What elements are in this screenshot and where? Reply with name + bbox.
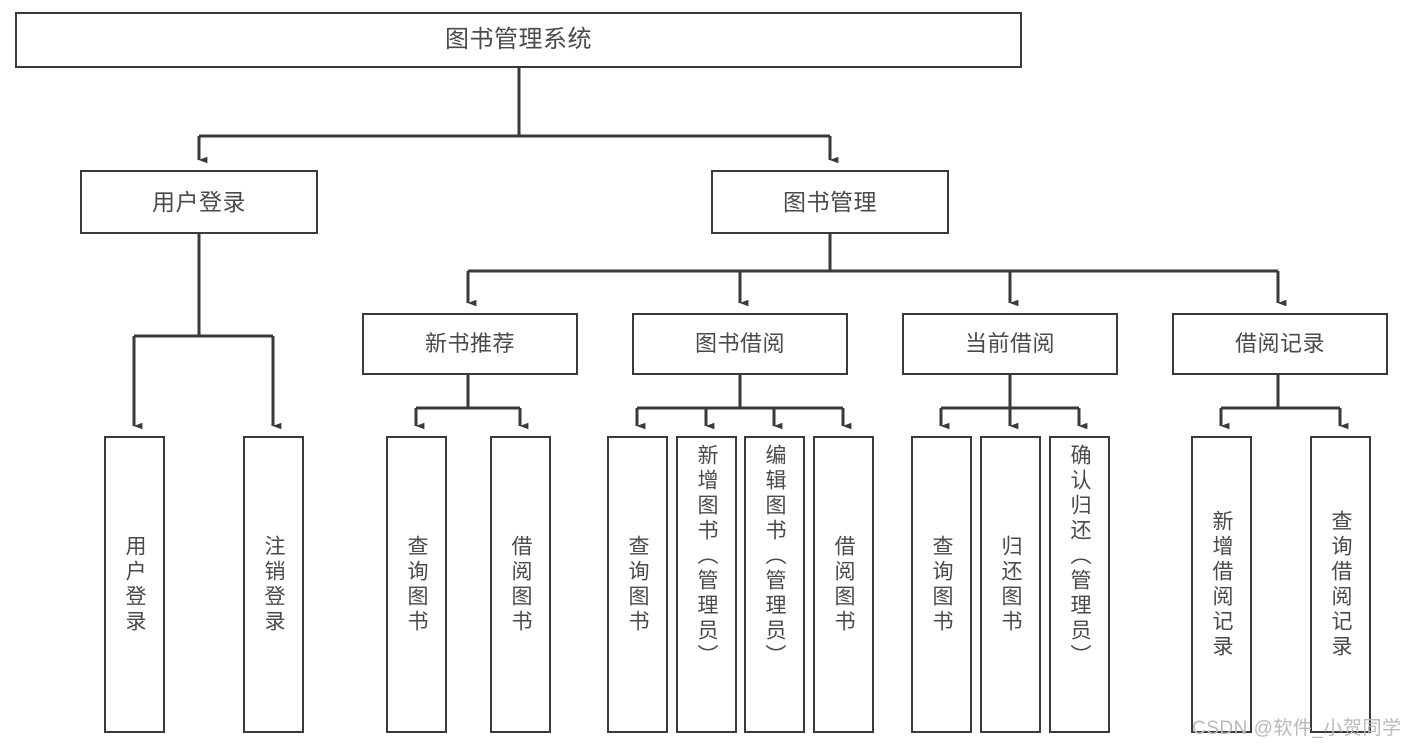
node-root-book-management-system[interactable]: 图书管理系统 [15, 12, 1022, 68]
leaf-current-borrow-return-book[interactable]: 归还图书 [980, 436, 1041, 733]
leaf-current-borrow-query-book[interactable]: 查询图书 [911, 436, 972, 733]
csdn-watermark: CSDN @软件_小贺同学 [1192, 718, 1402, 739]
leaf-new-book-borrow-book[interactable]: 借阅图书 [490, 436, 551, 733]
node-new-book-recommend[interactable]: 新书推荐 [362, 313, 578, 375]
node-borrow-record[interactable]: 借阅记录 [1172, 313, 1388, 375]
leaf-borrow-record-query-record[interactable]: 查询借阅记录 [1310, 436, 1371, 733]
leaf-current-borrow-confirm-return-admin[interactable]: 确认归还（管理员） [1049, 436, 1110, 733]
node-user-login[interactable]: 用户登录 [80, 170, 318, 234]
leaf-book-borrow-query-book[interactable]: 查询图书 [607, 436, 668, 733]
leaf-new-book-query-book[interactable]: 查询图书 [386, 436, 447, 733]
leaf-user-login-login[interactable]: 用户登录 [104, 436, 165, 733]
leaf-book-borrow-add-book-admin[interactable]: 新增图书（管理员） [676, 436, 737, 733]
leaf-user-login-logout[interactable]: 注销登录 [243, 436, 304, 733]
leaf-borrow-record-add-record[interactable]: 新增借阅记录 [1191, 436, 1252, 733]
node-book-borrow[interactable]: 图书借阅 [632, 313, 848, 375]
node-book-management[interactable]: 图书管理 [711, 170, 949, 234]
leaf-book-borrow-edit-book-admin[interactable]: 编辑图书（管理员） [744, 436, 805, 733]
node-current-borrow[interactable]: 当前借阅 [902, 313, 1118, 375]
leaf-book-borrow-borrow-book[interactable]: 借阅图书 [813, 436, 874, 733]
